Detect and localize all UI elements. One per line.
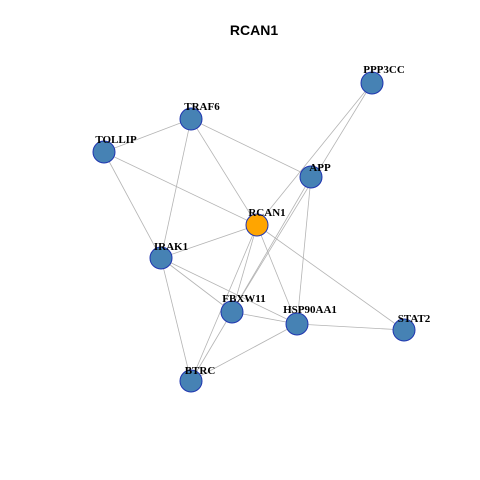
edge-tollip-irak1 — [103, 151, 162, 259]
node-ppp3cc[interactable] — [360, 71, 384, 95]
node-label-stat2: STAT2 — [398, 313, 431, 325]
graph-title: RCAN1 — [230, 22, 278, 38]
node-fbxw11[interactable] — [220, 300, 244, 324]
node-label-btrc: BTRC — [185, 365, 216, 377]
edge-rcan1-hsp90aa1 — [256, 224, 298, 325]
node-btrc[interactable] — [179, 369, 203, 393]
edge-hsp90aa1-btrc — [190, 323, 298, 382]
edge-traf6-irak1 — [160, 118, 192, 259]
node-label-tollip: TOLLIP — [95, 134, 137, 146]
node-label-ppp3cc: PPP3CC — [363, 64, 405, 76]
edge-layer — [103, 82, 405, 382]
edge-irak1-fbxw11 — [160, 257, 233, 313]
node-label-app: APP — [309, 162, 331, 174]
edge-traf6-rcan1 — [190, 118, 258, 226]
edge-rcan1-stat2 — [256, 224, 405, 331]
edge-irak1-hsp90aa1 — [160, 257, 298, 325]
node-traf6[interactable] — [179, 107, 203, 131]
edge-fbxw11-btrc — [190, 311, 233, 382]
edge-rcan1-irak1 — [160, 224, 258, 259]
node-tollip[interactable] — [92, 140, 116, 164]
edge-traf6-app — [190, 118, 312, 178]
edge-app-fbxw11 — [231, 176, 312, 313]
edge-app-hsp90aa1 — [296, 176, 312, 325]
node-label-hsp90aa1: HSP90AA1 — [283, 304, 337, 316]
node-label-traf6: TRAF6 — [184, 101, 220, 113]
node-label-rcan1: RCAN1 — [248, 207, 285, 219]
edge-hsp90aa1-stat2 — [296, 323, 405, 331]
edge-rcan1-fbxw11 — [231, 224, 258, 313]
node-label-irak1: IRAK1 — [154, 241, 188, 253]
node-stat2[interactable] — [392, 318, 416, 342]
node-label-fbxw11: FBXW11 — [222, 293, 265, 305]
edge-tollip-rcan1 — [103, 151, 258, 226]
node-rcan1[interactable] — [245, 213, 269, 237]
edge-traf6-tollip — [103, 118, 192, 153]
edge-rcan1-btrc — [190, 224, 258, 382]
node-irak1[interactable] — [149, 246, 173, 270]
node-hsp90aa1[interactable] — [285, 312, 309, 336]
node-app[interactable] — [299, 165, 323, 189]
edge-ppp3cc-fbxw11 — [231, 82, 373, 313]
edge-ppp3cc-rcan1 — [256, 82, 373, 226]
edge-irak1-btrc — [160, 257, 192, 382]
